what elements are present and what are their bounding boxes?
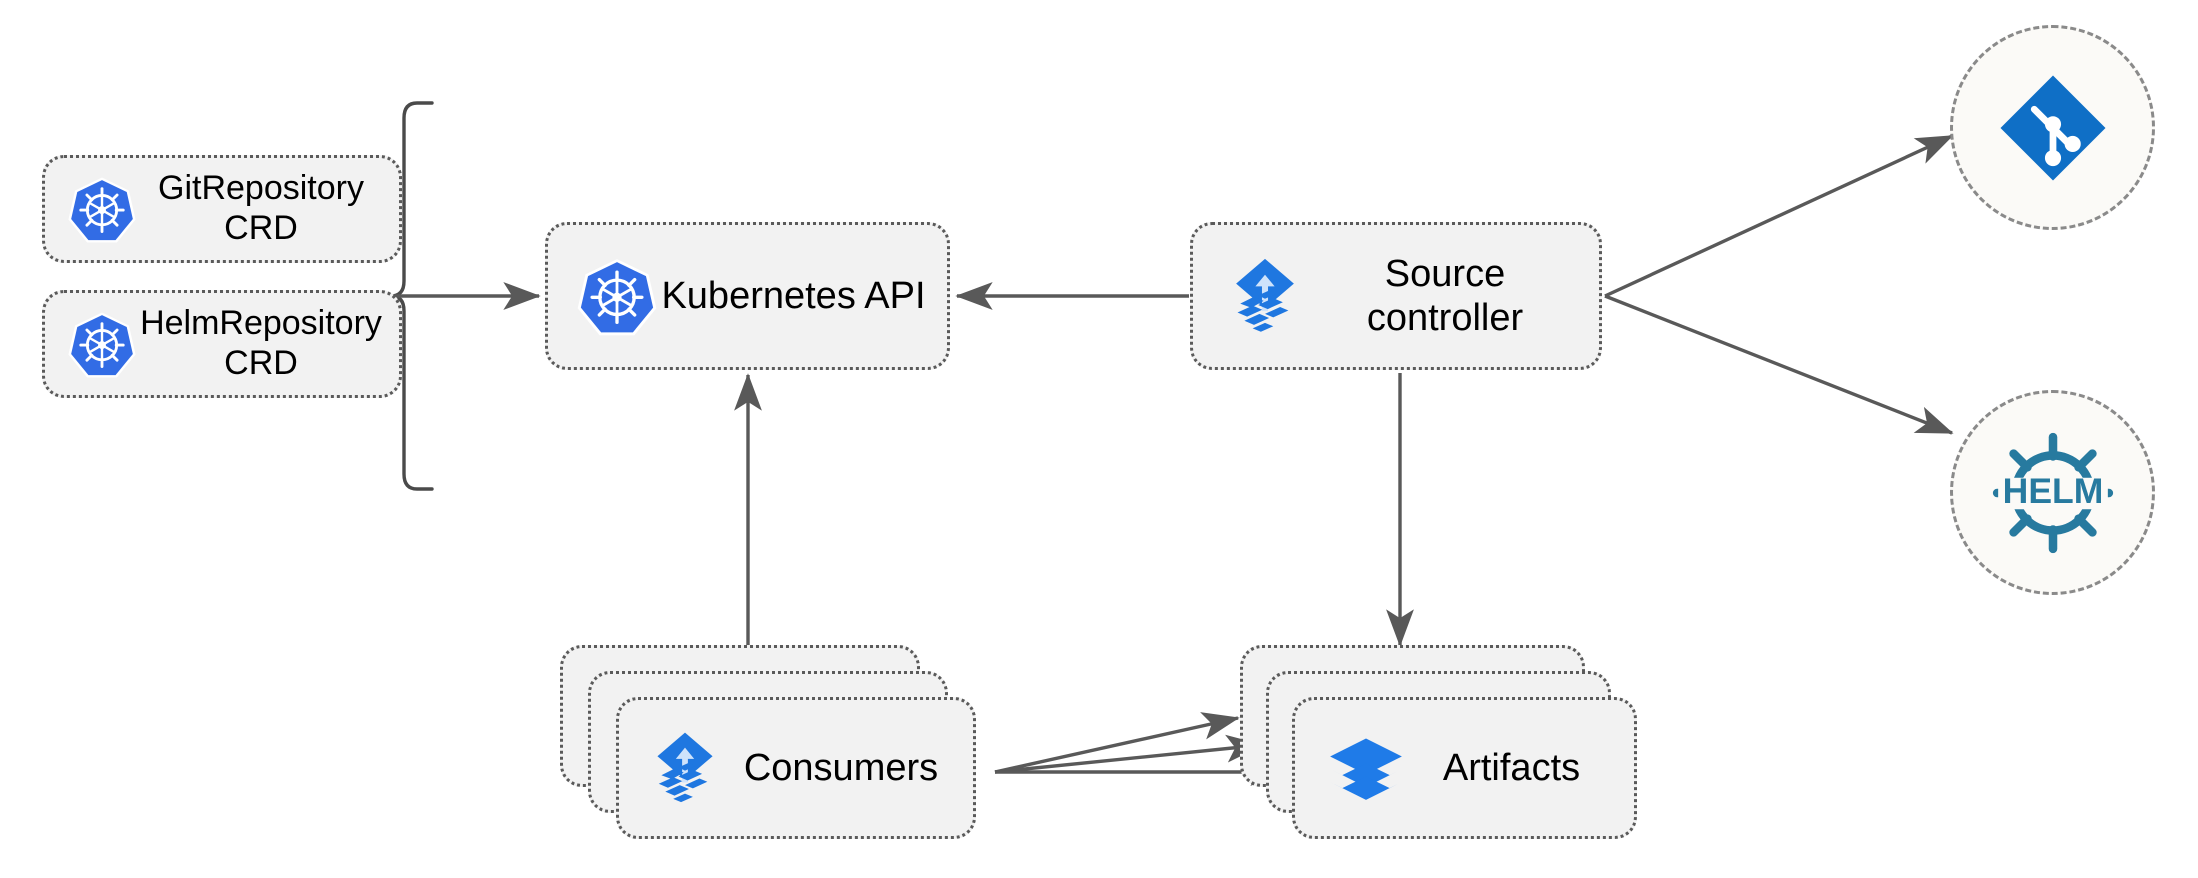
node-label: Source controller xyxy=(1366,252,1524,339)
edge-source-controller-to-helm xyxy=(1604,294,1954,435)
edge-consumers-to-artifacts-middle xyxy=(994,734,1264,774)
node-label: GitRepository CRD xyxy=(158,169,364,247)
edge-source-controller-to-git xyxy=(1604,134,1954,298)
node-git-source[interactable] xyxy=(1950,25,2155,230)
flux-icon xyxy=(1221,252,1309,340)
node-consumers[interactable]: Consumers xyxy=(616,697,976,839)
crd-group-brace xyxy=(390,101,434,491)
node-label: Artifacts xyxy=(1442,746,1581,789)
node-artifacts-stack: Artifacts xyxy=(1240,645,1660,857)
node-label: Kubernetes API xyxy=(661,274,926,317)
edge-consumers-to-artifacts-back xyxy=(994,712,1240,774)
node-source-controller[interactable]: Source controller xyxy=(1190,222,1602,370)
node-consumers-stack: Consumers xyxy=(560,645,980,857)
node-helm-source[interactable]: HELM xyxy=(1950,390,2155,595)
node-gitrepository-crd[interactable]: GitRepository CRD xyxy=(42,155,402,263)
kubernetes-icon xyxy=(67,309,137,379)
git-icon xyxy=(1993,68,2113,188)
node-label: HelmRepository CRD xyxy=(140,304,382,382)
helm-wordmark: HELM xyxy=(2002,471,2103,511)
flux-icon xyxy=(643,726,727,810)
node-label: Consumers xyxy=(743,746,939,789)
helm-icon: HELM xyxy=(1988,428,2118,558)
node-helmrepository-crd[interactable]: HelmRepository CRD xyxy=(42,290,402,398)
node-artifacts[interactable]: Artifacts xyxy=(1292,697,1637,839)
node-kubernetes-api[interactable]: Kubernetes API xyxy=(545,222,950,370)
kubernetes-icon xyxy=(67,174,137,244)
layers-icon xyxy=(1325,727,1407,809)
kubernetes-icon xyxy=(576,255,658,337)
